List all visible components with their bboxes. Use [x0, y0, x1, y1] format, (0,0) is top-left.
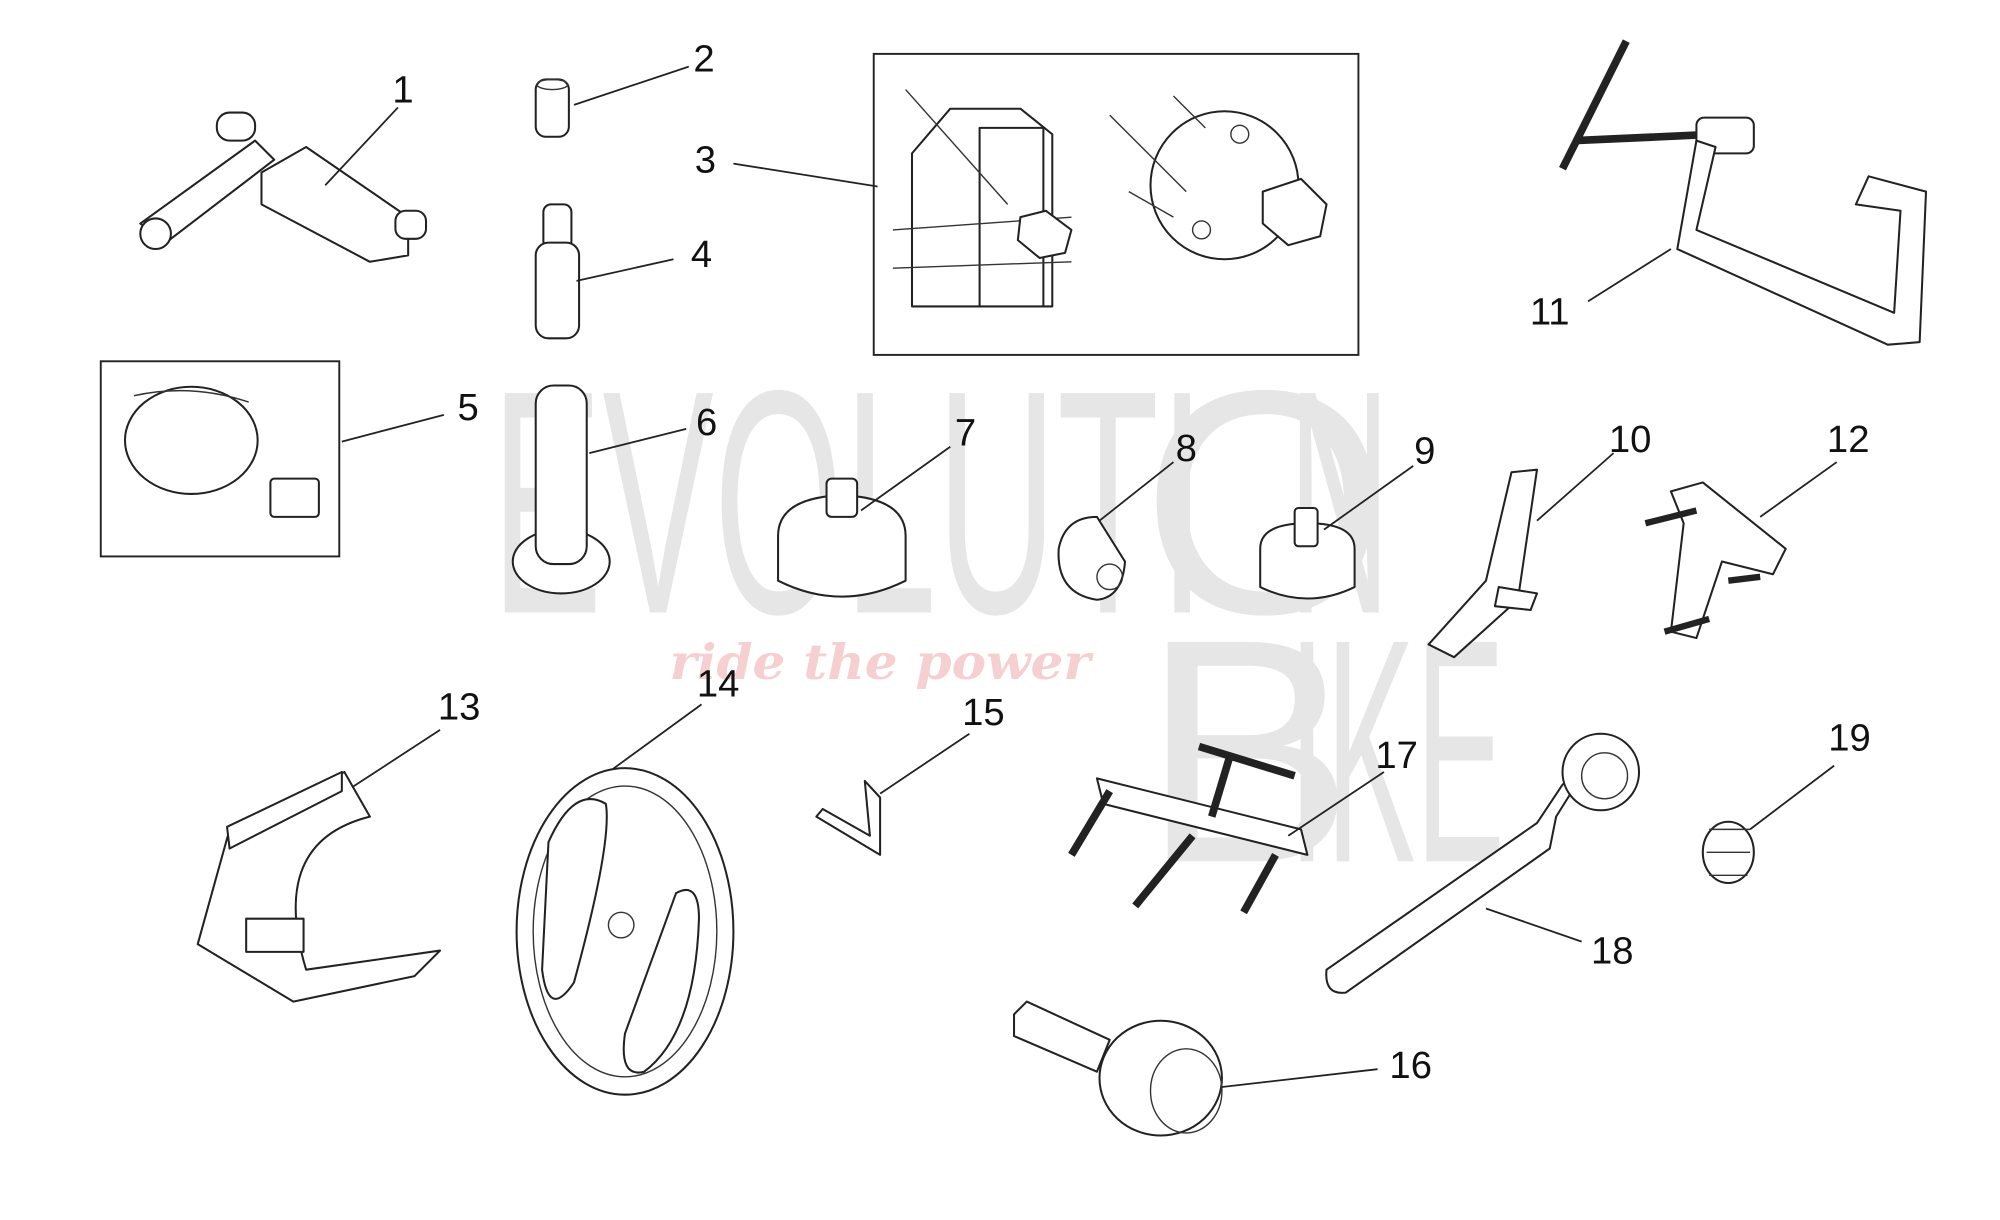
- watermark-n: N: [1288, 324, 1390, 681]
- label-1: 1: [392, 68, 413, 111]
- label-18: 18: [1591, 929, 1634, 972]
- part-12-bracket[interactable]: [1644, 461, 1838, 640]
- part-8-bushing[interactable]: [1057, 461, 1175, 601]
- part-3-puller-set[interactable]: [733, 52, 1360, 356]
- part-1-crank-tool[interactable]: [139, 106, 428, 263]
- label-13: 13: [438, 686, 481, 729]
- label-17: 17: [1375, 734, 1418, 777]
- part-11-clamp[interactable]: [1559, 39, 1928, 346]
- label-6: 6: [696, 401, 717, 444]
- part-15-pin-tool[interactable]: [815, 732, 970, 856]
- watermark-b: B: [1142, 572, 1355, 929]
- label-19: 19: [1828, 716, 1871, 759]
- part-14-degree-wheel[interactable]: [515, 703, 735, 1096]
- label-3: 3: [695, 139, 716, 182]
- part-4-pin[interactable]: [534, 203, 674, 340]
- label-16: 16: [1389, 1044, 1432, 1087]
- part-18-wrench[interactable]: [1325, 732, 1641, 994]
- label-7: 7: [955, 411, 976, 454]
- label-8: 8: [1176, 427, 1197, 470]
- watermark: EVOLUTI O N B IKE ride the power: [491, 324, 1505, 930]
- label-11: 11: [1530, 290, 1570, 333]
- part-7-cup[interactable]: [777, 446, 951, 598]
- label-5: 5: [457, 386, 478, 429]
- watermark-o: O: [1142, 324, 1390, 681]
- part-6-drift[interactable]: [511, 384, 687, 595]
- part-9-cap[interactable]: [1259, 465, 1414, 600]
- part-10-lever[interactable]: [1427, 452, 1615, 659]
- watermark-tagline: ride the power: [670, 634, 1095, 691]
- part-16-knurled-tool[interactable]: [1013, 1000, 1378, 1137]
- label-15: 15: [962, 691, 1005, 734]
- label-14: 14: [697, 663, 740, 706]
- part-17-puller[interactable]: [1068, 742, 1385, 915]
- part-number-labels: 1 2 3 4 5 6 7 8 9 10 11 12 13 14 15 16 1…: [392, 38, 1870, 1087]
- label-12: 12: [1827, 418, 1870, 461]
- label-4: 4: [691, 233, 712, 276]
- part-19-gear[interactable]: [1701, 764, 1835, 884]
- label-10: 10: [1609, 418, 1652, 461]
- part-13-plate[interactable]: [196, 729, 442, 1003]
- label-2: 2: [693, 38, 714, 81]
- label-9: 9: [1414, 429, 1435, 472]
- part-5-clamp-set[interactable]: [99, 360, 445, 558]
- part-2-sleeve[interactable]: [534, 65, 690, 138]
